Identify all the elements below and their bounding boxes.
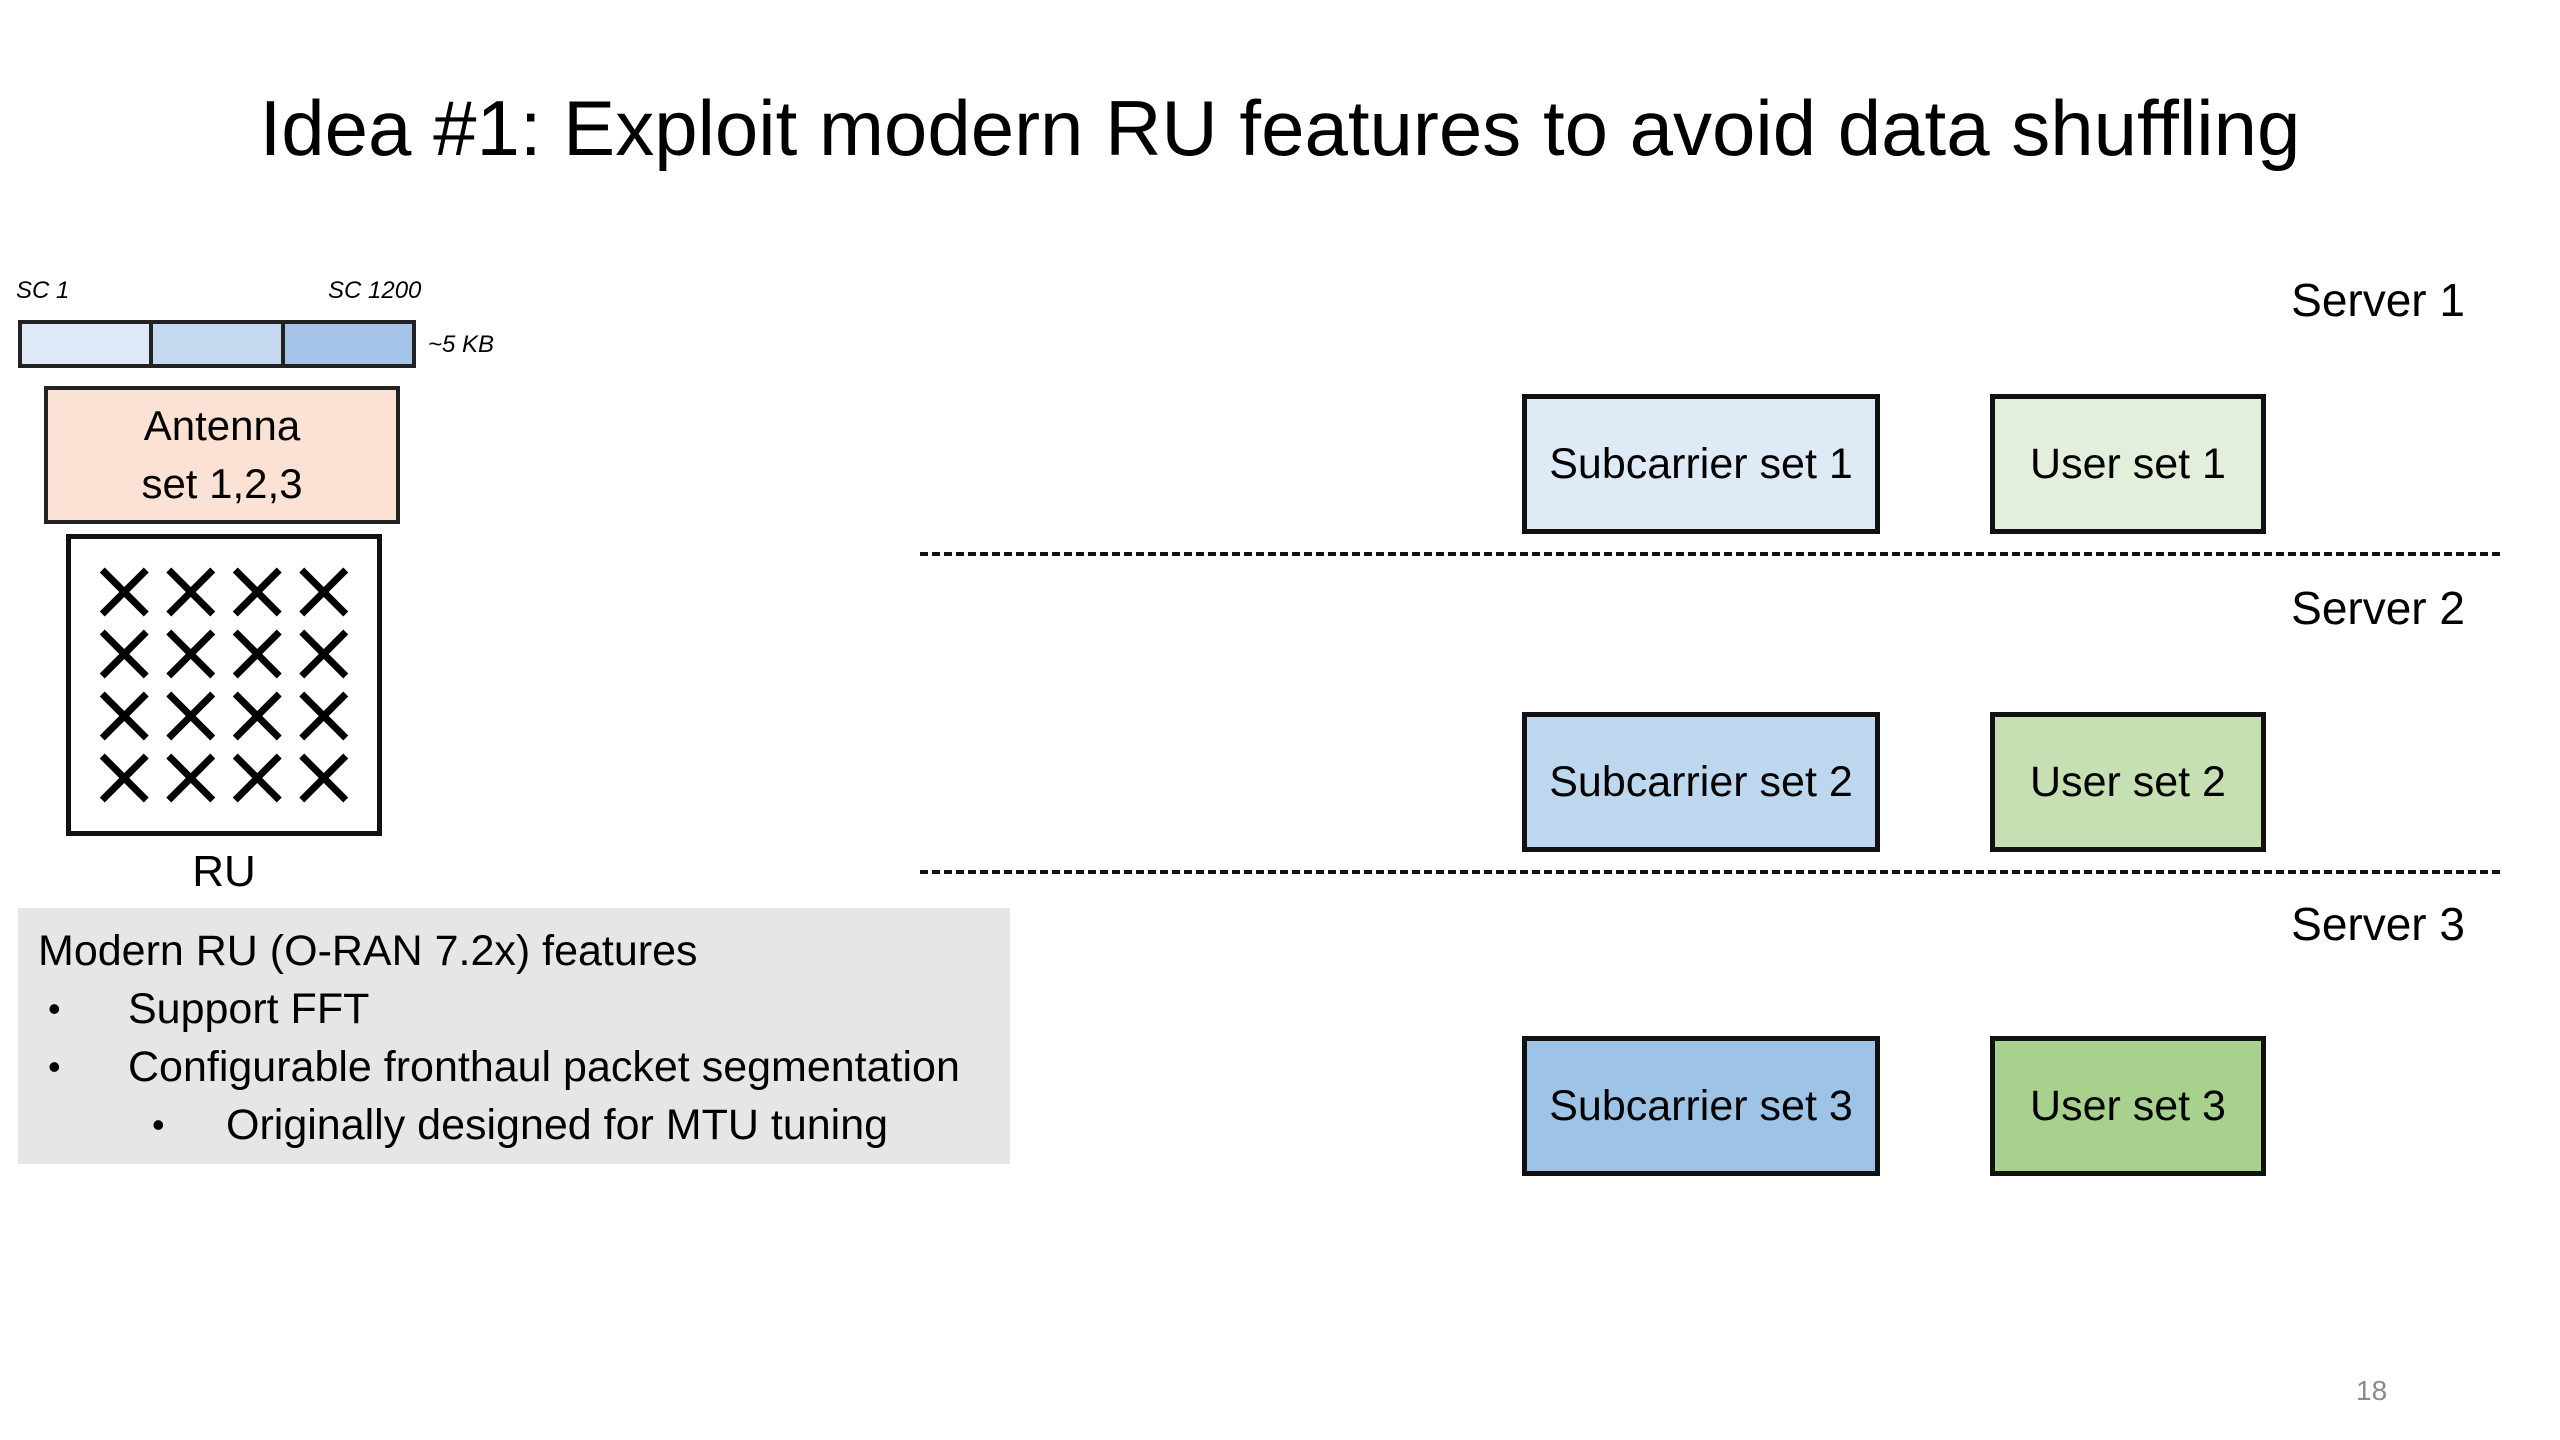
antenna-array-grid xyxy=(99,567,349,803)
feature-sub-bullet: • Originally designed for MTU tuning xyxy=(38,1096,1010,1154)
server-label: Server 3 xyxy=(2291,898,2465,950)
features-box: Modern RU (O-RAN 7.2x) features • Suppor… xyxy=(18,908,1010,1164)
cross-icon xyxy=(166,629,216,679)
user-set-box: User set 2 xyxy=(1990,712,2266,852)
server-label: Server 2 xyxy=(2291,582,2465,634)
ru-box xyxy=(66,534,382,836)
user-set-box: User set 1 xyxy=(1990,394,2266,534)
cross-icon xyxy=(299,567,349,617)
cross-icon xyxy=(232,753,282,803)
cross-icon xyxy=(299,691,349,741)
subcarrier-set-box: Subcarrier set 2 xyxy=(1522,712,1880,852)
cross-icon xyxy=(99,753,149,803)
cross-icon xyxy=(99,629,149,679)
slide-title: Idea #1: Exploit modern RU features to a… xyxy=(259,84,2301,172)
server-label: Server 1 xyxy=(2291,274,2465,326)
subcarrier-set-box: Subcarrier set 3 xyxy=(1522,1036,1880,1176)
cross-icon xyxy=(166,753,216,803)
data-size-label: ~5 KB xyxy=(428,331,495,358)
feature-bullet: • Support FFT xyxy=(38,980,1010,1038)
server-divider xyxy=(920,552,2500,556)
antenna-set-box: Antenna set 1,2,3 xyxy=(44,386,400,524)
feature-text: Originally designed for MTU tuning xyxy=(226,1101,889,1149)
bullet-icon: • xyxy=(48,1046,61,1087)
sc-start-label: SC 1 xyxy=(16,277,70,304)
cross-icon xyxy=(232,629,282,679)
cross-icon xyxy=(299,629,349,679)
ru-label: RU xyxy=(192,847,256,896)
cross-icon xyxy=(232,691,282,741)
page-number: 18 xyxy=(2356,1375,2388,1406)
user-set-box: User set 3 xyxy=(1990,1036,2266,1176)
subcarrier-strip xyxy=(18,320,416,368)
subcarrier-chunk xyxy=(22,324,150,364)
bullet-icon: • xyxy=(152,1104,165,1145)
features-heading: Modern RU (O-RAN 7.2x) features xyxy=(38,927,698,975)
feature-text: Support FFT xyxy=(128,985,370,1033)
cross-icon xyxy=(166,691,216,741)
subcarrier-chunk xyxy=(149,324,281,364)
cross-icon xyxy=(99,567,149,617)
sc-end-label: SC 1200 xyxy=(328,277,422,304)
server-divider xyxy=(920,870,2500,874)
cross-icon xyxy=(166,567,216,617)
bullet-icon: • xyxy=(48,988,61,1029)
feature-bullet: • Configurable fronthaul packet segmenta… xyxy=(38,1038,1010,1096)
subcarrier-set-box: Subcarrier set 1 xyxy=(1522,394,1880,534)
cross-icon xyxy=(99,691,149,741)
cross-icon xyxy=(299,753,349,803)
cross-icon xyxy=(232,567,282,617)
subcarrier-chunk xyxy=(280,324,412,364)
feature-text: Configurable fronthaul packet segmentati… xyxy=(128,1043,960,1091)
